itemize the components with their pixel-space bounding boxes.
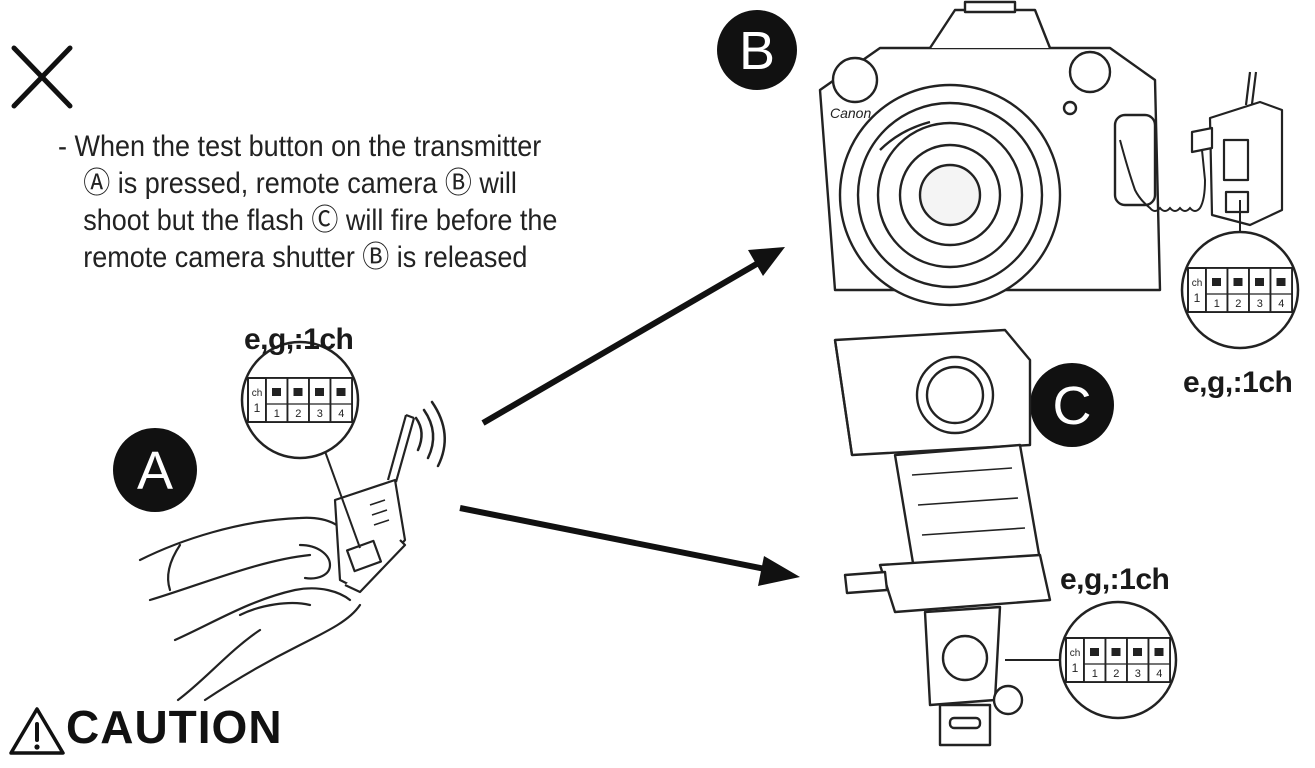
dip-switch-knob <box>1234 278 1243 286</box>
dip-switch-number: 4 <box>338 408 344 420</box>
description-line: shoot but the flash Ⓒ will fire before t… <box>58 202 634 239</box>
dip-switch-knob <box>1155 648 1164 656</box>
channel-number-text: 1 <box>254 401 261 415</box>
channel-example-label-c: e,g,:1ch <box>1060 563 1169 597</box>
label-b: B <box>739 21 775 81</box>
description-line: Ⓐ is pressed, remote camera Ⓑ will <box>58 165 634 202</box>
channel-ch-text: ch <box>1192 278 1203 289</box>
dip-switch-number: 1 <box>1092 668 1098 680</box>
dip-switch-number: 3 <box>1135 668 1141 680</box>
dip-switch-number: 4 <box>1156 668 1162 680</box>
dip-switch-knob <box>1133 648 1142 656</box>
camera-receiver-device <box>1192 72 1282 225</box>
description-text: - When the test button on the transmitte… <box>58 128 634 276</box>
dip-switch-knob <box>1277 278 1286 286</box>
caution-heading: CAUTION <box>8 700 283 756</box>
caution-text: CAUTION <box>66 701 283 753</box>
channel-number-text: 1 <box>1072 661 1079 675</box>
dip-switch-number: 3 <box>1257 298 1263 310</box>
hand-illustration <box>140 518 360 700</box>
dip-switch-knob <box>1255 278 1264 286</box>
warning-triangle-icon <box>8 706 66 756</box>
dip-switch-number: 2 <box>1113 668 1119 680</box>
dip-switch-number: 4 <box>1278 298 1284 310</box>
channel-example-label-b: e,g,:1ch <box>1183 366 1292 400</box>
dip-switch-knob <box>272 388 281 396</box>
dip-switch-knob <box>1212 278 1221 286</box>
dip-switch-knob <box>1112 648 1121 656</box>
label-a: A <box>137 441 173 501</box>
camera-illustration: Canon <box>820 2 1160 305</box>
channel-switch-zoom-c: ch 1 1 2 3 4 <box>1060 602 1176 718</box>
dip-switch-number: 3 <box>317 408 323 420</box>
dip-switch-number: 2 <box>295 408 301 420</box>
dip-switch-number: 1 <box>274 408 280 420</box>
channel-ch-text: ch <box>252 388 263 399</box>
channel-number-text: 1 <box>1194 291 1201 305</box>
arrow-to-flash <box>460 508 800 586</box>
dip-switch-knob <box>294 388 303 396</box>
label-c: C <box>1053 376 1092 436</box>
channel-example-label-a: e,g,:1ch <box>244 323 353 357</box>
channel-ch-text: ch <box>1070 648 1081 659</box>
description-line: - When the test button on the transmitte… <box>58 128 634 165</box>
channel-switch-zoom-b: ch 1 1 2 3 4 <box>1182 232 1298 348</box>
description-line: remote camera shutter Ⓑ is released <box>58 239 634 276</box>
dip-switch-number: 2 <box>1235 298 1241 310</box>
flash-illustration <box>835 330 1050 745</box>
radio-waves-icon <box>416 402 445 466</box>
channel-switch-zoom-a: ch 1 1 2 3 4 <box>242 342 358 458</box>
dip-switch-knob <box>337 388 346 396</box>
dip-switch-knob <box>315 388 324 396</box>
x-mark-icon <box>14 48 70 106</box>
dip-switch-knob <box>1090 648 1099 656</box>
svg-text:Canon: Canon <box>830 105 871 121</box>
transmitter-device <box>335 415 414 592</box>
dip-switch-number: 1 <box>1214 298 1220 310</box>
